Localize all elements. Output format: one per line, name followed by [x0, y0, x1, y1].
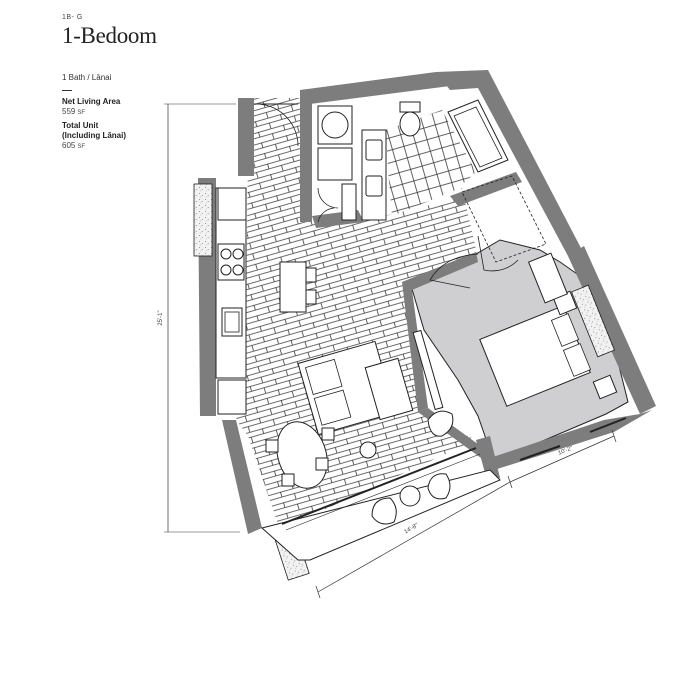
dimension-height-label: 25'-1" [158, 310, 164, 325]
wall-bath-left [300, 98, 312, 222]
kitchen-island [279, 261, 307, 313]
burner-icon [232, 264, 244, 276]
total-area-unit: SF [77, 144, 86, 150]
wall-lanai-right [476, 436, 500, 484]
toilet-tank [399, 101, 421, 113]
burner-icon [232, 248, 244, 260]
dimension-tick [315, 585, 321, 599]
toilet [399, 111, 421, 137]
wall-bedroom-partition [402, 252, 478, 412]
lanai-table [399, 485, 421, 507]
wall-lanai-left [222, 420, 262, 534]
dining-chair [265, 439, 279, 453]
lanai-chair [427, 473, 451, 500]
wall-bath-right [450, 172, 522, 206]
dimension-living-width-label: 14'-8" [403, 523, 419, 536]
door-swing-icon [429, 253, 479, 289]
net-area-number: 559 [62, 107, 76, 116]
bathtub [447, 99, 509, 173]
wall-stone-right [571, 284, 615, 358]
wardrobe [527, 252, 569, 304]
door-swing-icon [477, 235, 519, 272]
burner-icon [220, 248, 232, 260]
washer-drum [321, 111, 349, 139]
bedroom-window [589, 417, 627, 433]
dining-chair [281, 473, 295, 487]
burner-icon [220, 264, 232, 276]
dimension-tick [611, 429, 617, 443]
bath-lanai-label: 1 Bath / Lānai [62, 73, 112, 82]
bathroom-floor [386, 110, 476, 216]
kitchen-sink [221, 307, 243, 337]
net-living-area-label: Net Living Area [62, 97, 121, 106]
bedroom-window [519, 445, 561, 461]
sofa [297, 340, 396, 436]
unit-code: 1B- G [62, 14, 83, 21]
refrigerator [217, 187, 247, 221]
total-unit-sublabel: (Including Lānai) [62, 131, 126, 140]
dining-table [276, 421, 328, 489]
kitchen-sink-basin [224, 311, 240, 333]
divider [62, 90, 72, 91]
pillow [550, 313, 580, 347]
closet-outline [461, 175, 547, 263]
coffee-table [364, 357, 414, 421]
dimension-line-bedroom-width [509, 435, 615, 483]
bathroom-sink [365, 175, 383, 197]
total-unit-label: Total Unit [62, 121, 99, 130]
wall-stone-left [193, 183, 213, 257]
dryer [317, 147, 353, 181]
net-area-unit: SF [77, 110, 86, 116]
bathtub-basin [453, 106, 503, 168]
wall-right-diagonal [436, 70, 582, 256]
bathroom-sink [365, 139, 383, 161]
dining-chair [315, 457, 329, 471]
total-area-number: 605 [62, 141, 76, 150]
bar-stool [305, 289, 317, 305]
wall-bedroom-bottom [490, 410, 652, 470]
sliding-door [281, 447, 477, 525]
dining-chair [321, 427, 335, 441]
pillow [562, 343, 592, 377]
bar-stool [305, 267, 317, 283]
dimension-line-living-width [317, 481, 511, 593]
pantry-cabinet [217, 379, 247, 415]
lanai-chair [371, 497, 397, 525]
door-swing-icon [317, 187, 339, 223]
accent-chair [427, 410, 454, 437]
side-table [359, 441, 377, 459]
wall-right-lower [568, 246, 656, 414]
tv-console [412, 329, 444, 411]
nightstand [592, 374, 618, 400]
unit-info-panel: 1B- G 1-Bedoom 1 Bath / Lānai Net Living… [62, 14, 182, 155]
dimension-bedroom-width-label: 10'-2" [557, 445, 573, 456]
unit-title: 1-Bedoom [62, 23, 157, 48]
wall-top [300, 72, 450, 104]
closet-shelf [341, 183, 357, 221]
wall-entry [238, 98, 254, 176]
sliding-door-track [285, 453, 481, 531]
